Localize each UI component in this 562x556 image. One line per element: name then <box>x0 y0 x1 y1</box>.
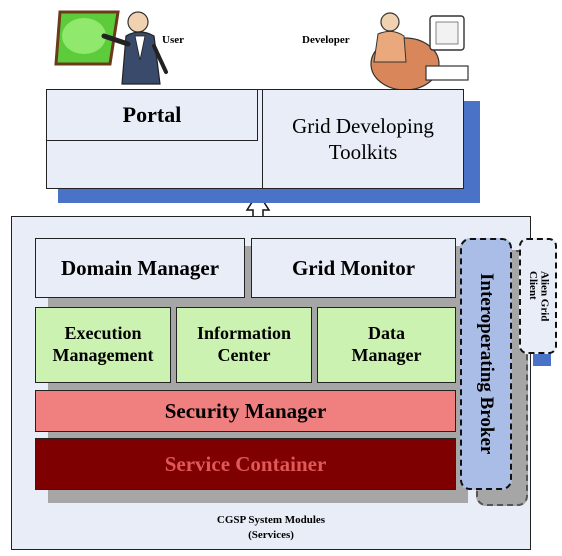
service-container-box: Service Container <box>35 438 456 490</box>
portal-label: Portal <box>122 102 182 127</box>
alien-client-label-line2: Client <box>527 270 539 300</box>
toolkits-box: Grid Developing Toolkits <box>262 89 464 189</box>
security-manager-box: Security Manager <box>35 390 456 432</box>
domain-manager-box: Domain Manager <box>35 238 245 298</box>
information-center-box: Information Center <box>176 307 312 383</box>
service-container-label: Service Container <box>164 451 327 476</box>
information-label-line1: Information <box>197 323 291 344</box>
security-manager-label: Security Manager <box>164 398 327 423</box>
interoperating-broker-box: Interoperating Broker <box>460 238 512 490</box>
user-figure-icon <box>101 11 168 85</box>
developer-figure-icon <box>370 12 440 91</box>
data-manager-label-line1: Data <box>368 323 405 344</box>
data-manager-box: Data Manager <box>317 307 456 383</box>
data-manager-label-line2: Manager <box>351 345 422 365</box>
execution-label-line1: Execution <box>64 323 142 344</box>
domain-manager-label: Domain Manager <box>60 255 220 280</box>
user-label: User <box>162 34 184 46</box>
developer-label: Developer <box>302 34 350 46</box>
presentation-board-icon <box>54 10 120 66</box>
information-label-line2: Center <box>217 345 271 365</box>
alien-client-label-line1: Alien Grid <box>538 270 551 322</box>
grid-monitor-box: Grid Monitor <box>251 238 456 298</box>
execution-label-line2: Management <box>52 345 154 365</box>
footer-line1: CGSP System Modules <box>216 514 326 526</box>
computer-icon <box>425 15 469 81</box>
portal-box: Portal <box>46 89 258 141</box>
alien-grid-client-box: Alien Grid Client <box>519 238 557 354</box>
toolkits-label-line2: Toolkits <box>328 140 398 164</box>
execution-management-box: Execution Management <box>35 307 171 383</box>
footer-line2: (Services) <box>248 528 294 541</box>
interoperating-broker-label: Interoperating Broker <box>476 273 497 455</box>
grid-monitor-label: Grid Monitor <box>291 255 416 280</box>
toolkits-label-line1: Grid Developing <box>292 113 434 138</box>
footer-caption: CGSP System Modules (Services) <box>11 513 531 543</box>
